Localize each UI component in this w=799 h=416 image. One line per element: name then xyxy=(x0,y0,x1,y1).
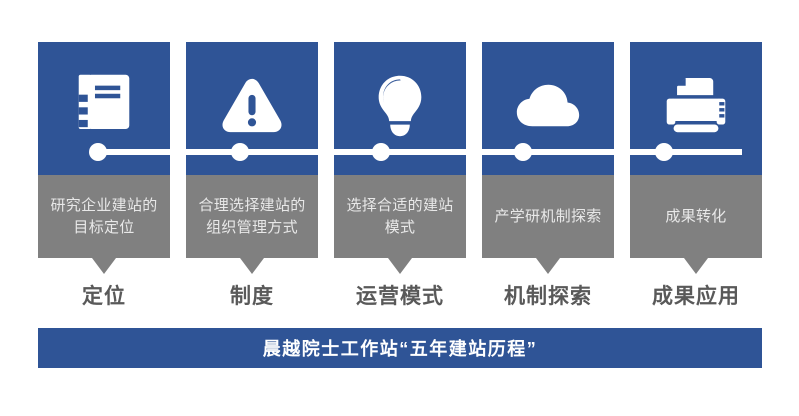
stage-card-4[interactable]: 产学研机制探索 xyxy=(482,42,614,274)
card-icon-panel xyxy=(38,42,170,175)
card-text-panel: 合理选择建站的 组织管理方式 xyxy=(186,175,318,274)
card-label: 选择合适的建站 模式 xyxy=(346,197,454,236)
down-arrow-icon xyxy=(92,258,116,274)
card-label: 成果转化 xyxy=(665,207,727,225)
stage-card-3[interactable]: 选择合适的建站 模式 xyxy=(334,42,466,274)
notebook-icon xyxy=(71,70,137,142)
stage-name-1: 定位 xyxy=(82,285,126,308)
stage-name-3: 运营模式 xyxy=(356,285,444,308)
card-label: 合理选择建站的 组织管理方式 xyxy=(198,197,306,236)
bottom-banner: 晨越院士工作站“五年建站历程” xyxy=(38,328,762,368)
card-icon-panel xyxy=(334,42,466,175)
stage-card-1[interactable]: 研究企业建站的 目标定位 xyxy=(38,42,170,274)
banner-title: 晨越院士工作站“五年建站历程” xyxy=(262,339,538,359)
stage-names-row: 定位 制度 运营模式 机制探索 成果应用 xyxy=(38,280,762,314)
card-text-panel: 成果转化 xyxy=(630,175,762,274)
card-label: 产学研机制探索 xyxy=(494,207,602,225)
stage-name-5: 成果应用 xyxy=(652,285,740,308)
card-label: 研究企业建站的 目标定位 xyxy=(50,197,158,236)
lightbulb-icon xyxy=(367,70,433,142)
card-icon-panel xyxy=(186,42,318,175)
stage-name-4: 机制探索 xyxy=(504,285,592,308)
cloud-icon xyxy=(515,70,581,142)
card-icon-panel xyxy=(630,42,762,175)
down-arrow-icon xyxy=(684,258,708,274)
warning-triangle-icon xyxy=(219,70,285,142)
card-text-panel: 研究企业建站的 目标定位 xyxy=(38,175,170,274)
stage-card-2[interactable]: 合理选择建站的 组织管理方式 xyxy=(186,42,318,274)
down-arrow-icon xyxy=(388,258,412,274)
down-arrow-icon xyxy=(240,258,264,274)
card-icon-panel xyxy=(482,42,614,175)
cards-row: 研究企业建站的 目标定位 合理选择建站的 组织管理方式 xyxy=(38,42,762,274)
card-text-panel: 产学研机制探索 xyxy=(482,175,614,274)
card-text-panel: 选择合适的建站 模式 xyxy=(334,175,466,274)
down-arrow-icon xyxy=(536,258,560,274)
stage-name-2: 制度 xyxy=(230,285,274,308)
printer-icon xyxy=(663,70,729,142)
stage-card-5[interactable]: 成果转化 xyxy=(630,42,762,274)
